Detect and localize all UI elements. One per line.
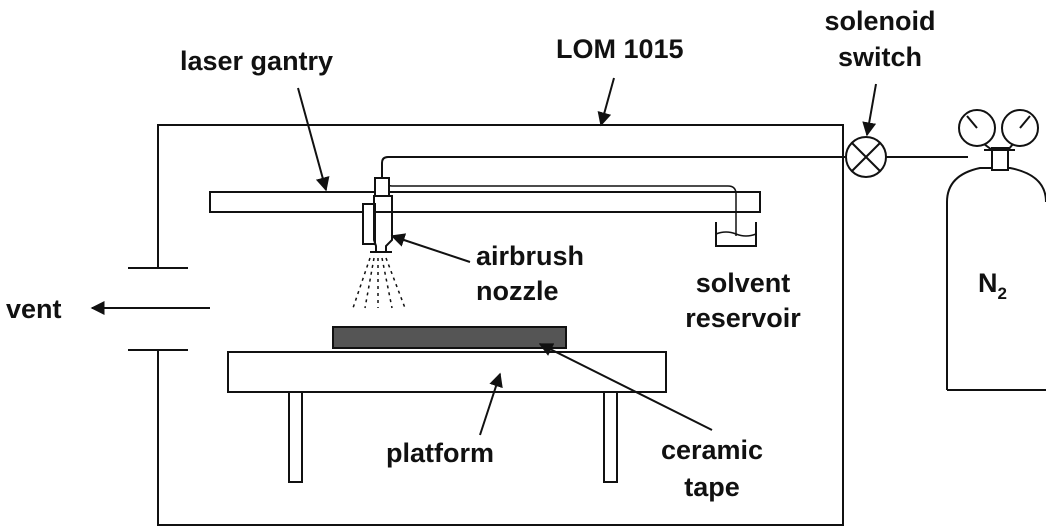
label-laser-gantry: laser gantry [180,46,333,76]
arrow-airbrush [390,233,471,263]
arrow-ceramic [538,343,713,431]
label-vent: vent [6,294,62,324]
label-tape: tape [684,472,740,502]
nitrogen-cylinder [946,109,1046,391]
annotation-arrows [90,77,877,436]
label-nitrogen-sub: 2 [998,284,1007,303]
airbrush-nozzle [362,177,393,253]
arrow-laser-gantry [297,87,330,192]
gas-line [381,156,845,180]
label-nozzle: nozzle [476,276,559,306]
label-solenoid: solenoid [824,6,935,36]
solenoid-switch [845,136,887,178]
label-ceramic: ceramic [661,435,763,465]
label-reservoir: reservoir [685,303,801,333]
label-lom: LOM 1015 [556,34,684,64]
label-solvent: solvent [696,268,791,298]
arrow-platform [479,372,503,436]
label-nitrogen: N2 [978,268,1007,303]
label-platform: platform [386,438,494,468]
label-airbrush: airbrush [476,241,584,271]
label-switch: switch [838,42,922,72]
arrow-solenoid [862,83,877,137]
arrow-lom [597,77,615,127]
ceramic-tape [332,326,567,349]
spray-pattern [352,257,406,309]
solvent-reservoir [715,222,757,247]
label-nitrogen-main: N [978,268,998,298]
platform [227,351,667,483]
lom-enclosure [128,124,844,526]
laser-gantry-bar [209,191,761,213]
